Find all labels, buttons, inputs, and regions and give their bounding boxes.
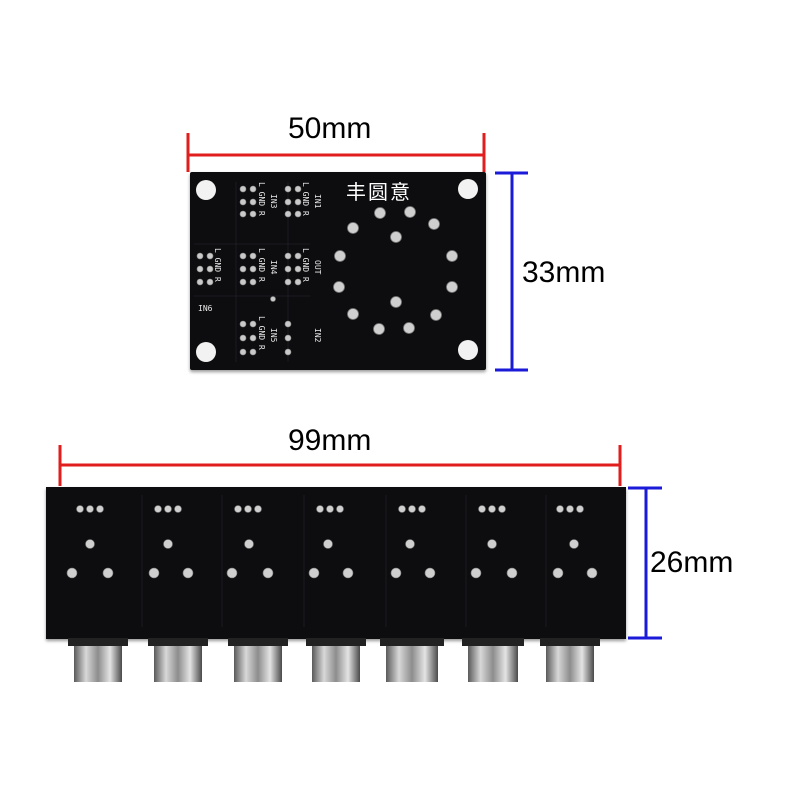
- rca-jack-1: [68, 638, 128, 682]
- rca-jack-4: [306, 638, 366, 682]
- pcb-side-artwork: [66, 495, 598, 627]
- rca-jack-7: [540, 638, 600, 682]
- rca-jack-2: [148, 638, 208, 682]
- pcb-top-board: 丰圆意 L GND R IN3 L GND R IN1 L GND R L GN…: [190, 172, 486, 370]
- rca-jack-5: [380, 638, 444, 682]
- label-in6: IN6: [198, 304, 213, 313]
- rca-jack-6: [462, 638, 524, 682]
- dimension-bottom-width: 99mm: [288, 424, 372, 457]
- pcb-side-board: [46, 487, 626, 639]
- dimension-top-width: 50mm: [288, 112, 372, 145]
- dimension-bottom-height: 26mm: [650, 546, 734, 579]
- dimension-top-height: 33mm: [522, 256, 606, 289]
- pcb-top-artwork: [194, 179, 478, 362]
- rca-jack-3: [228, 638, 288, 682]
- pcb-brand-text: 丰圆意: [346, 180, 412, 204]
